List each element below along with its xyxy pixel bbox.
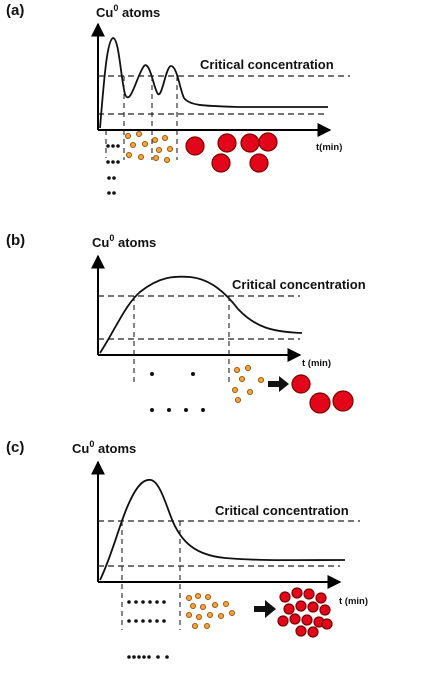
panel-a-critical-label: Critical concentration <box>200 57 334 72</box>
panel-a-atoms <box>106 144 120 195</box>
panel-a-nuclei <box>125 130 173 163</box>
panel-b: (b) Cu0 atoms Critical concentration t (… <box>6 232 366 414</box>
panel-c-concentration-curve <box>99 478 346 581</box>
panel-c-atoms <box>127 600 169 659</box>
panel-c-y-label: Cu0 atoms <box>72 439 136 456</box>
panel-b-particles <box>291 374 354 414</box>
panel-b-critical-label: Critical concentration <box>232 277 366 292</box>
panel-b-atoms <box>150 372 205 412</box>
panel-a-concentration-curve <box>99 37 328 129</box>
panel-c-nuclei <box>185 593 235 630</box>
panel-a-particles <box>185 132 278 173</box>
panel-c-x-label: t (min) <box>339 596 368 607</box>
panel-b-label: (b) <box>6 232 25 249</box>
panel-b-nuclei <box>231 364 264 403</box>
panel-a-y-label: Cu0 atoms <box>96 3 160 20</box>
panel-a-x-label: t(min) <box>316 142 342 153</box>
panel-a: (a) Cu0 atoms Critical concentration t(m… <box>6 2 350 195</box>
panel-a-label: (a) <box>6 2 24 19</box>
arrow-right-icon <box>268 376 289 392</box>
arrow-right-icon <box>254 600 276 618</box>
panel-b-concentration-curve <box>99 275 303 354</box>
panel-b-y-label: Cu0 atoms <box>92 233 156 250</box>
panel-c-particles <box>277 587 333 638</box>
panel-c-label: (c) <box>6 439 24 456</box>
panel-c-critical-label: Critical concentration <box>215 503 349 518</box>
panel-b-x-label: t (min) <box>302 358 331 369</box>
panel-c: (c) Cu0 atoms Critical concentration t (… <box>6 439 368 659</box>
